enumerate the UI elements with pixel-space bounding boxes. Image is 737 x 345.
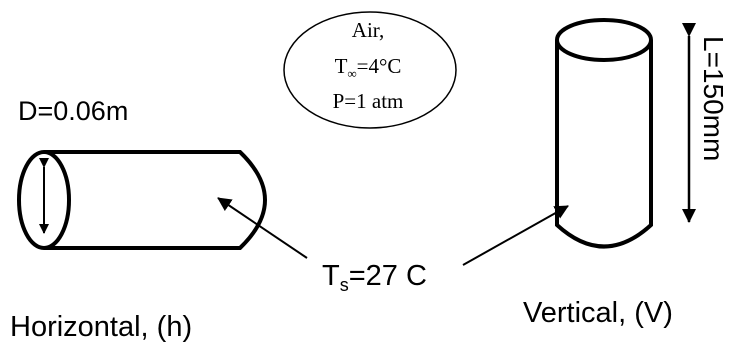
pointer-to-vertical-arrow (462, 205, 569, 266)
vertical-cylinder-body (555, 40, 653, 249)
tinf-subscript: ∞ (347, 66, 356, 81)
conditions-line-pressure: P=1 atm (333, 89, 404, 113)
horizontal-caption: Horizontal, (h) (10, 311, 192, 343)
ts-symbol: T (322, 260, 340, 292)
vertical-cylinder: L=150mm Vertical, (V) (523, 18, 729, 329)
surface-temperature-label: Ts=27 C (322, 260, 427, 295)
horizontal-cylinder-end-face (17, 150, 71, 250)
conditions-line-fluid: Air, (352, 18, 384, 42)
conditions-line-temperature: T∞=4°C (335, 54, 402, 81)
vertical-cylinder-top-face (555, 18, 653, 62)
conditions-ellipse (283, 11, 457, 129)
horizontal-cylinder: D=0.06m Horizontal, (h) (10, 96, 267, 343)
ts-value: =27 C (349, 260, 427, 292)
length-label: L=150mm (698, 36, 729, 161)
ts-subscript: s (340, 275, 349, 295)
tinf-value: =4°C (357, 54, 402, 78)
diameter-label: D=0.06m (18, 96, 128, 126)
pointer-to-horizontal-arrow (217, 197, 308, 259)
vertical-caption: Vertical, (V) (523, 297, 673, 329)
horizontal-cylinder-body (44, 150, 267, 250)
air-conditions-bubble: Air, T∞=4°C P=1 atm (283, 11, 457, 129)
surface-temperature-callout: Ts=27 C (217, 197, 569, 295)
tinf-symbol: T (335, 54, 348, 78)
